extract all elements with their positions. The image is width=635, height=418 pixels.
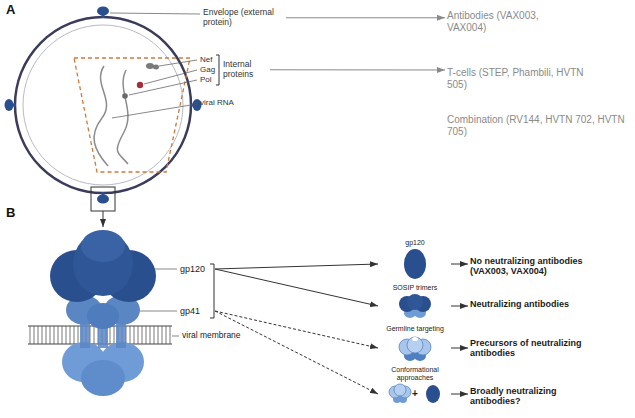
pol-protein <box>122 93 128 99</box>
immunogen-icon: SOSIP trimers <box>380 284 450 319</box>
node-text: Combination (RV144, HVTN 702, HVTN 705) <box>447 114 625 137</box>
arrow-connector <box>286 17 445 18</box>
gp41-subunit <box>87 303 119 329</box>
immunogen-shape <box>395 293 435 319</box>
icon-part <box>394 384 406 396</box>
panel-letter: A <box>6 3 15 18</box>
node-text: Precursors of neutralizing antibodies <box>470 338 590 359</box>
envelope-spike <box>5 99 17 111</box>
protein-label: Envelope (external protein) <box>203 8 285 28</box>
icon-part <box>407 294 423 310</box>
node-text: Broadly neutralizing antibodies? <box>470 386 590 407</box>
protein-label: Gag <box>200 65 215 74</box>
zoom-arrow <box>103 211 104 227</box>
node-text: Envelope (external protein) <box>203 8 285 28</box>
node-text: gp120 <box>180 264 214 274</box>
nef-protein <box>153 65 159 70</box>
arrow-connector <box>451 306 468 307</box>
protein-label: Nef <box>200 55 212 64</box>
leader-lines <box>110 13 200 118</box>
bracket <box>210 264 214 318</box>
node-text: Internal proteins <box>223 60 269 80</box>
env-trimer <box>28 230 172 396</box>
node-text: Neutralizing antibodies <box>470 299 590 309</box>
icon-part <box>426 385 440 403</box>
envelope-spike <box>97 7 109 19</box>
subunit-label: gp41 <box>180 306 214 316</box>
matrix-layer <box>23 25 183 185</box>
node-text: SOSIP trimers <box>380 284 450 292</box>
immunogen-shape <box>400 248 430 280</box>
node-text: Germline targeting <box>380 325 450 333</box>
response-text: Antibodies (VAX003, VAX004) <box>447 10 542 33</box>
bracket <box>216 55 219 85</box>
rna-strand <box>94 66 108 166</box>
immunogen-icon: Germline targeting <box>380 325 450 362</box>
node-text: No neutralizing antibodies (VAX003, VAX0… <box>470 256 590 277</box>
nef-protein <box>146 63 154 69</box>
panel-letter: B <box>6 206 15 221</box>
outcome-text: Neutralizing antibodies <box>470 299 590 309</box>
arrow-connector <box>215 264 378 269</box>
icon-part <box>407 337 423 353</box>
outcome-text: No neutralizing antibodies (VAX003, VAX0… <box>470 256 590 277</box>
leader-lines <box>140 269 179 336</box>
zoom-box <box>91 187 115 211</box>
node-text: gp120 <box>380 239 450 247</box>
arrow-connector <box>451 348 468 349</box>
response-text: Combination (RV144, HVTN 702, HVTN 705) <box>447 114 625 137</box>
response-text: T-cells (STEP, Phambili, HVTN 505) <box>447 67 597 90</box>
envelope-spike <box>97 192 109 204</box>
structure-label: viral RNA <box>200 98 234 107</box>
outcome-text: Precursors of neutralizing antibodies <box>470 338 590 359</box>
arrow-connector <box>270 69 445 70</box>
protein-label: Pol <box>200 75 212 84</box>
cytoplasmic-tail <box>81 360 125 396</box>
transmembrane-helix <box>80 322 90 348</box>
arrow-connector <box>451 394 468 395</box>
arrow-connector <box>451 264 468 265</box>
arrow-connector <box>215 311 378 348</box>
viral-envelope <box>15 17 191 193</box>
node-text: Conformational approaches <box>380 366 450 382</box>
node-text: gp41 <box>180 306 214 316</box>
gp120-apex <box>81 230 125 262</box>
protein-label: Internal proteins <box>223 60 269 80</box>
transmembrane-helix <box>116 322 126 348</box>
immunogen-icon: gp120 <box>380 239 450 280</box>
outcome-text: Broadly neutralizing antibodies? <box>470 386 590 407</box>
arrow-connector <box>215 311 378 394</box>
structure-label: viral membrane <box>182 331 241 341</box>
icon-part <box>404 249 426 279</box>
subunit-label: gp120 <box>180 264 214 274</box>
gag-protein <box>137 82 143 88</box>
immunogen-shape <box>395 334 435 362</box>
icon-part <box>412 337 418 341</box>
plus-sign: + <box>412 388 418 400</box>
node-text: Antibodies (VAX003, VAX004) <box>447 10 542 33</box>
node-text: T-cells (STEP, Phambili, HVTN 505) <box>447 67 597 90</box>
arrow-connector <box>215 269 378 306</box>
virion <box>5 7 202 228</box>
